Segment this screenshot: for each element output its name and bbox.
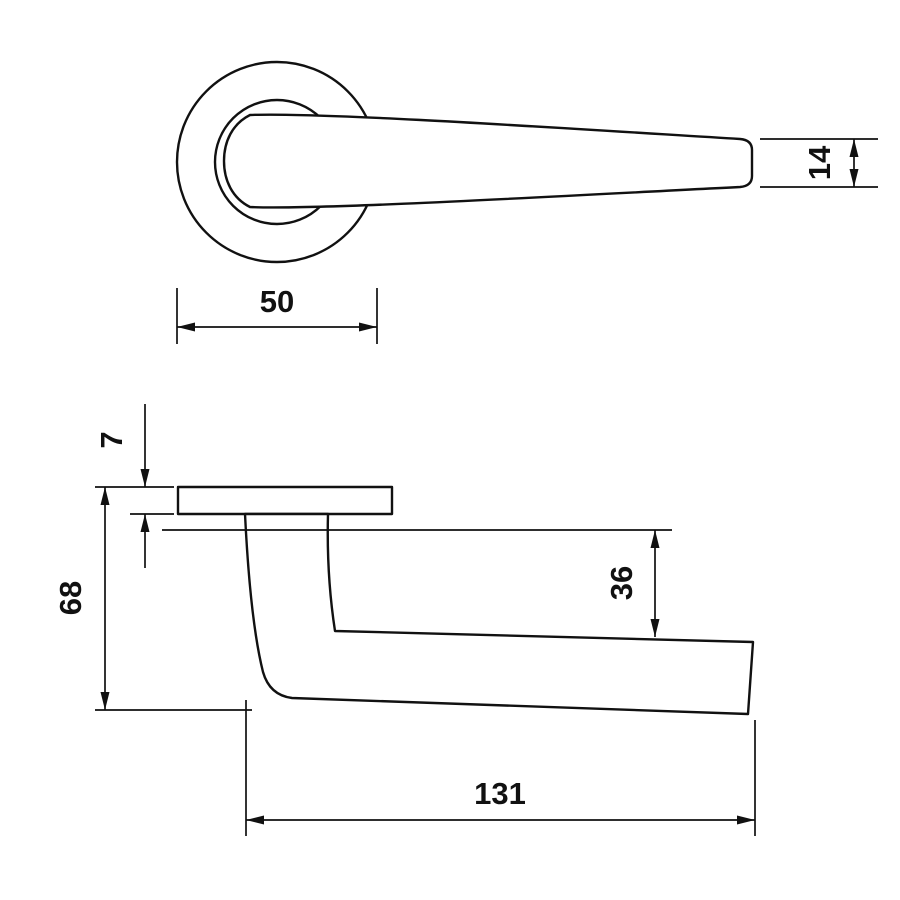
dimension-label-rose-diameter: 50 bbox=[260, 284, 294, 319]
dimension-lever-end-width: 14 bbox=[760, 138, 878, 188]
rose-side-profile bbox=[176, 485, 394, 516]
dimension-grip-offset: 36 bbox=[604, 530, 660, 637]
dimension-label-grip-offset: 36 bbox=[604, 566, 639, 600]
dimension-label-overall-depth: 68 bbox=[53, 581, 88, 615]
dimension-overall-depth: 68 bbox=[53, 486, 252, 711]
side-view: 7 68 36 131 bbox=[53, 404, 756, 836]
lever-top-view-outline bbox=[222, 113, 754, 209]
dimension-overall-length: 131 bbox=[245, 700, 756, 836]
dimension-rose-diameter: 50 bbox=[176, 284, 378, 344]
dimension-label-overall-length: 131 bbox=[474, 776, 526, 811]
dimension-rose-thickness: 7 bbox=[94, 404, 174, 568]
top-view: 50 14 bbox=[175, 60, 878, 344]
lever-side-profile-outline bbox=[243, 512, 755, 716]
dimension-label-rose-thickness: 7 bbox=[94, 431, 129, 448]
dimension-label-lever-end-width: 14 bbox=[802, 145, 837, 180]
